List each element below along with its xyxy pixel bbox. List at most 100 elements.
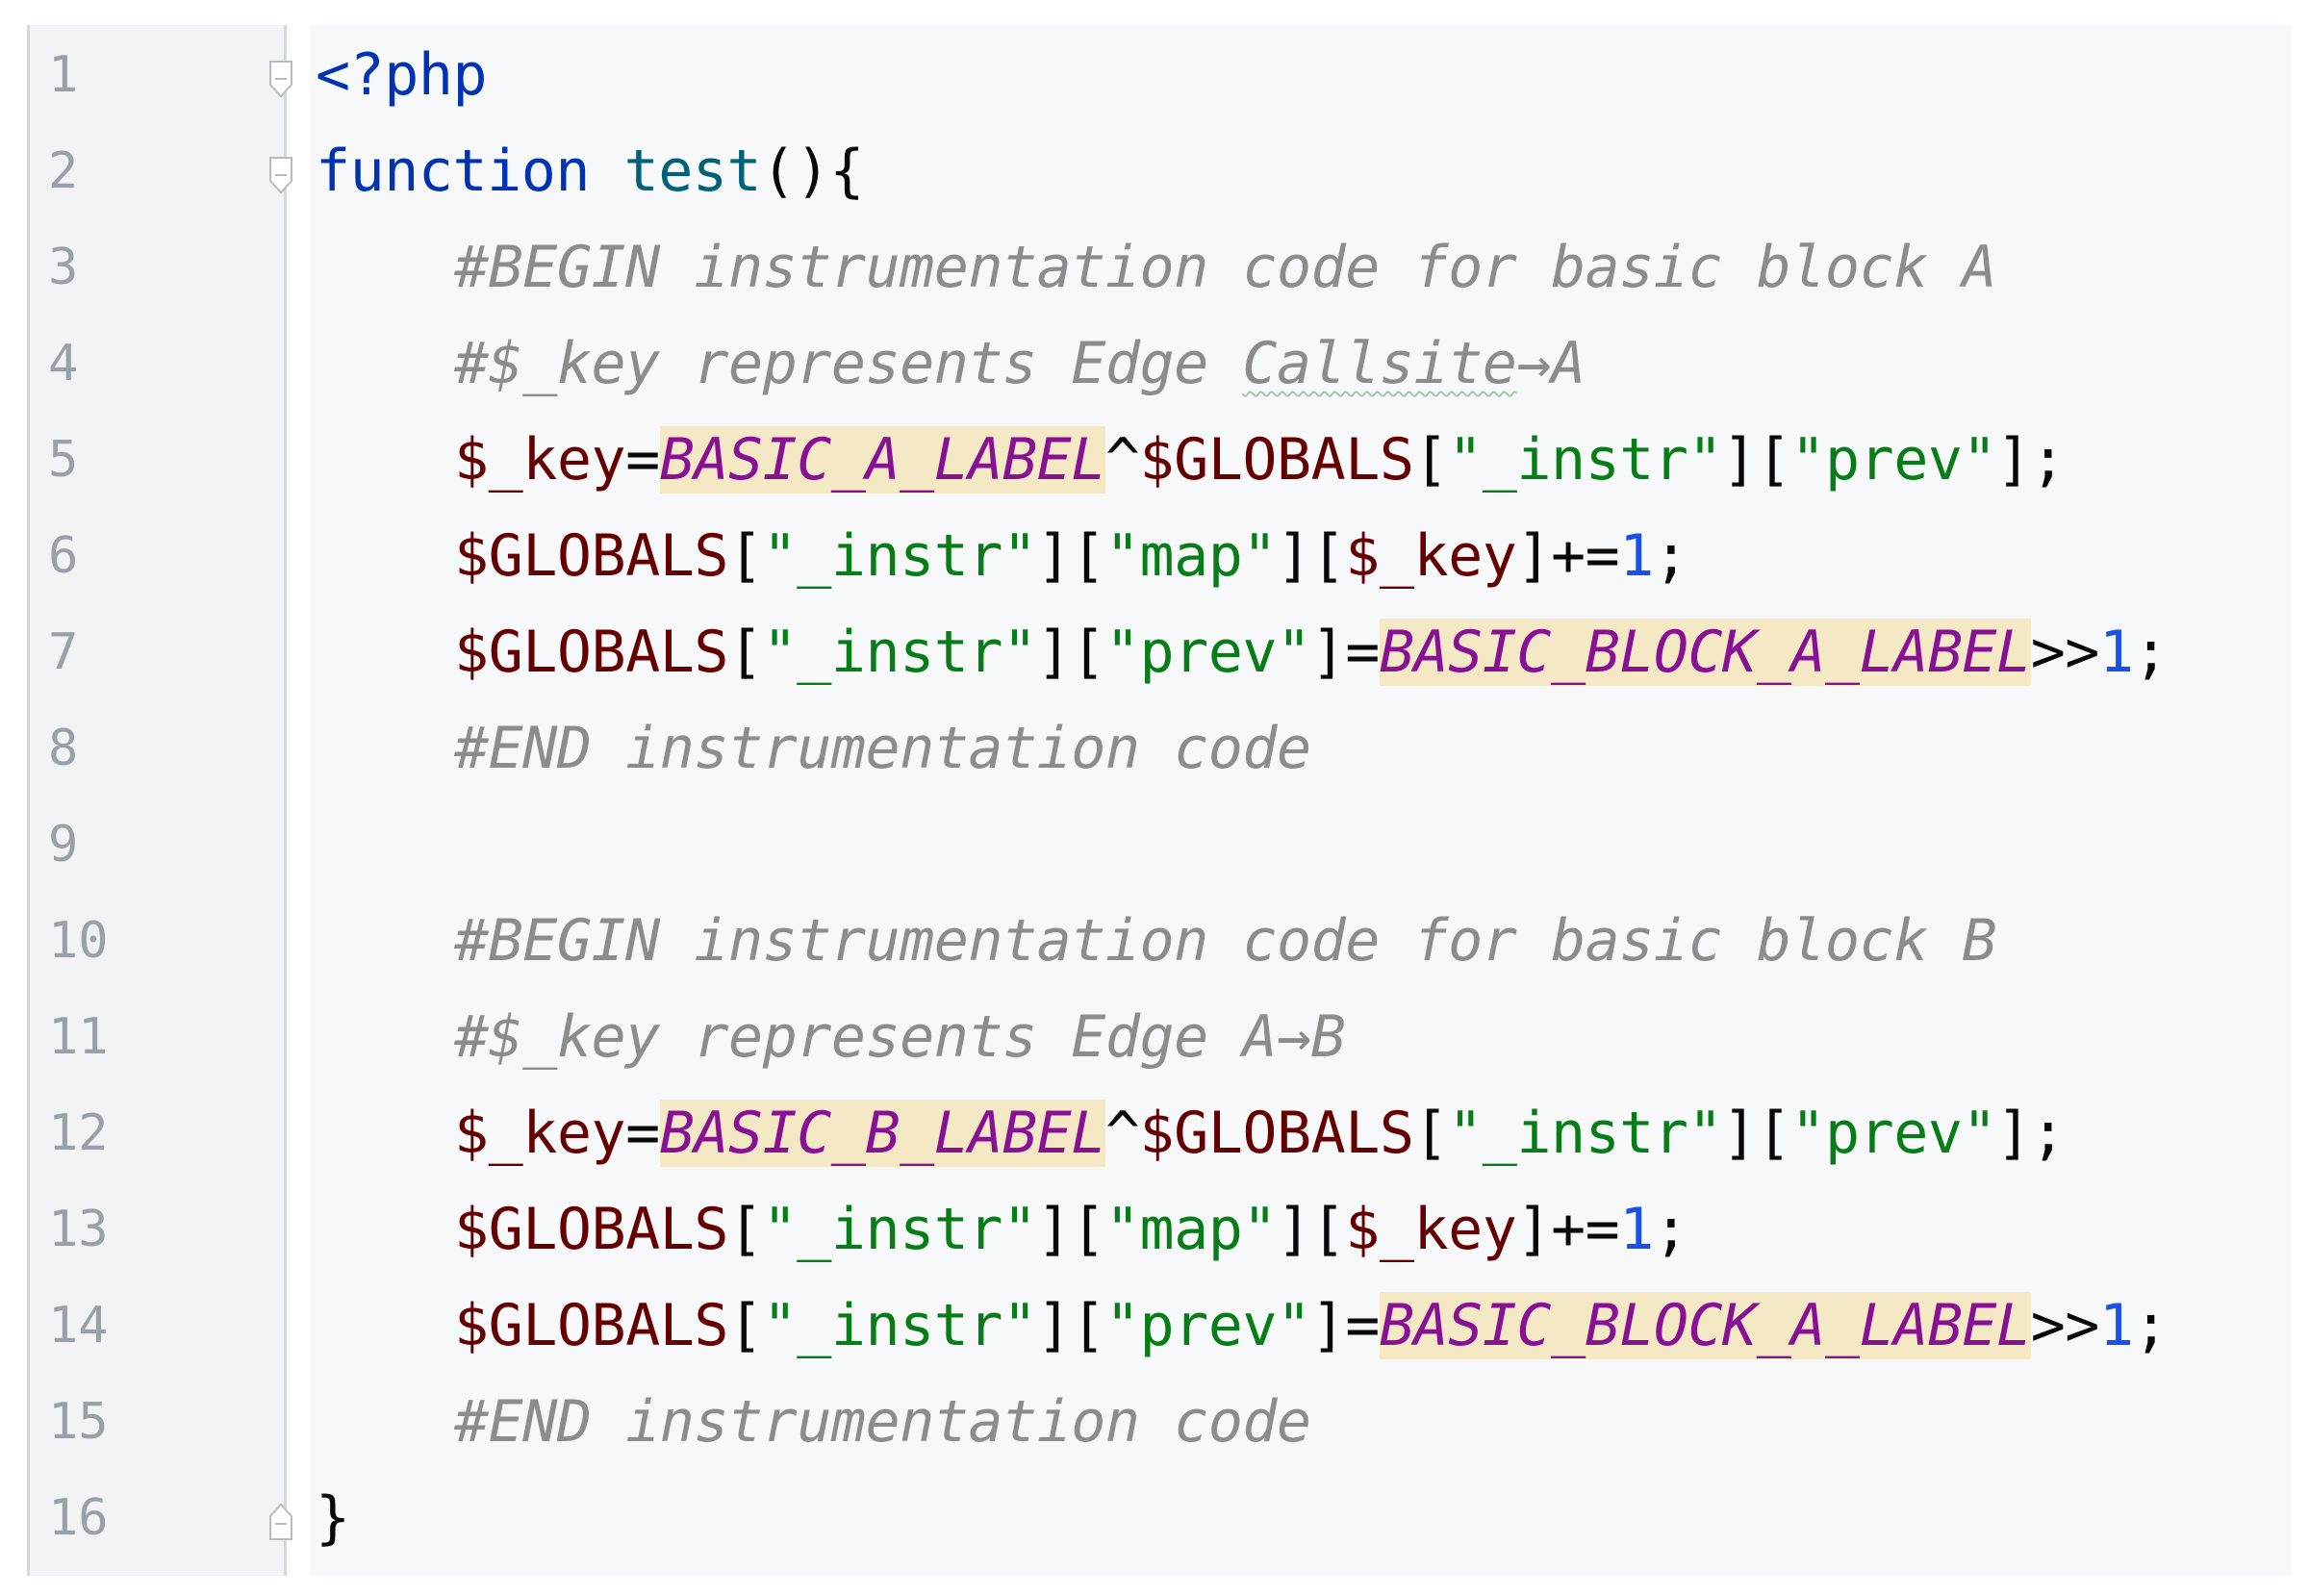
variable: $GLOBALS <box>454 1292 728 1359</box>
code-text: $GLOBALS["_instr"]["map"][$_key]+=1; <box>454 522 1688 590</box>
variable: $GLOBALS <box>454 522 728 590</box>
number: 1 <box>1619 522 1654 590</box>
code-text: #$_key represents Edge Callsite→A <box>454 333 1586 394</box>
variable: $GLOBALS <box>1139 426 1414 494</box>
line-number: 1 <box>48 46 79 104</box>
code-token: ]; <box>1996 426 2066 494</box>
code-token: ][ <box>1276 1196 1346 1263</box>
code-line[interactable]: 13 $GLOBALS["_instr"]["map"][$_key]+=1; <box>0 1179 2309 1276</box>
code-line[interactable]: 16 } <box>0 1468 2309 1564</box>
code-token: ^ <box>1104 426 1140 494</box>
code-token: = <box>625 426 660 494</box>
variable: $GLOBALS <box>1139 1100 1414 1167</box>
code-token: ; <box>1653 1196 1688 1263</box>
comment: #$_key represents Edge A→B <box>454 1003 1346 1071</box>
number: 1 <box>1619 1196 1654 1263</box>
line-number: 11 <box>48 1008 109 1066</box>
code-text: $_key=BASIC_A_LABEL^$GLOBALS["_instr"]["… <box>454 426 2066 494</box>
code-token: } <box>316 1484 350 1552</box>
line-number: 2 <box>48 142 79 200</box>
code-line[interactable]: 4 #$_key represents Edge Callsite→A <box>0 314 2309 410</box>
code-token: (){ <box>761 138 864 205</box>
line-number: 6 <box>48 527 79 585</box>
string: "prev" <box>1104 619 1311 686</box>
code-token: ; <box>2133 619 2169 686</box>
code-token: ][ <box>1036 1292 1106 1359</box>
code-text: #BEGIN instrumentation code for basic bl… <box>454 234 1997 301</box>
code-line[interactable]: 6 $GLOBALS["_instr"]["map"][$_key]+=1; <box>0 506 2309 602</box>
fold-close-icon[interactable] <box>267 1501 294 1543</box>
code-token: [ <box>727 1196 763 1263</box>
comment: →A <box>1516 330 1586 397</box>
line-number-gutter <box>27 25 287 1576</box>
fold-open-icon[interactable] <box>267 58 294 100</box>
spellcheck-word: Callsite <box>1242 330 1517 397</box>
highlighted-constant: BASIC_BLOCK_A_LABEL <box>1379 619 2031 686</box>
line-number: 7 <box>48 623 79 681</box>
code-text: #END instrumentation code <box>454 1391 1311 1453</box>
function-name: test <box>623 138 762 205</box>
fold-open-icon[interactable] <box>267 154 294 196</box>
code-line[interactable]: 3 #BEGIN instrumentation code for basic … <box>0 217 2309 314</box>
code-text: $_key=BASIC_B_LABEL^$GLOBALS["_instr"]["… <box>454 1100 2066 1167</box>
line-number: 4 <box>48 335 79 393</box>
string: "_instr" <box>762 1196 1037 1263</box>
string: "_instr" <box>1448 1100 1723 1167</box>
code-token: ; <box>1653 522 1688 590</box>
line-number: 5 <box>48 431 79 489</box>
code-token: [ <box>727 619 763 686</box>
string: "_instr" <box>762 1292 1037 1359</box>
line-number: 13 <box>48 1201 109 1258</box>
code-token: ^ <box>1104 1100 1140 1167</box>
line-number: 10 <box>48 912 109 970</box>
variable: $GLOBALS <box>454 1196 728 1263</box>
code-line[interactable]: 7 $GLOBALS["_instr"]["prev"]=BASIC_BLOCK… <box>0 602 2309 698</box>
line-number: 12 <box>48 1104 109 1162</box>
code-token: [ <box>727 1292 763 1359</box>
string: "_instr" <box>762 522 1037 590</box>
code-line[interactable]: 14 $GLOBALS["_instr"]["prev"]=BASIC_BLOC… <box>0 1276 2309 1372</box>
code-line[interactable]: 1 <?php <box>0 25 2309 121</box>
code-line[interactable]: 8 #END instrumentation code <box>0 698 2309 795</box>
line-number: 3 <box>48 239 79 296</box>
code-token: ][ <box>1036 1196 1106 1263</box>
code-token: ]+= <box>1516 522 1620 590</box>
code-line[interactable]: 5 $_key=BASIC_A_LABEL^$GLOBALS["_instr"]… <box>0 410 2309 506</box>
code-token: ]; <box>1996 1100 2066 1167</box>
code-line[interactable]: 11 #$_key represents Edge A→B <box>0 987 2309 1083</box>
code-text: #END instrumentation code <box>454 718 1311 779</box>
string: "_instr" <box>762 619 1037 686</box>
code-text: #$_key represents Edge A→B <box>454 1003 1346 1071</box>
variable: $GLOBALS <box>454 619 728 686</box>
highlighted-constant: BASIC_B_LABEL <box>659 1100 1105 1167</box>
code-token: ]= <box>1310 1292 1381 1359</box>
code-line[interactable]: 10 #BEGIN instrumentation code for basic… <box>0 891 2309 987</box>
code-line[interactable]: 2 function test(){ <box>0 121 2309 217</box>
code-token: ; <box>2133 1292 2169 1359</box>
line-number: 8 <box>48 720 79 777</box>
variable: $_key <box>454 426 626 494</box>
line-number: 15 <box>48 1393 109 1451</box>
comment: #BEGIN instrumentation code for basic bl… <box>454 907 1997 975</box>
line-number: 9 <box>48 816 79 874</box>
comment: #END instrumentation code <box>454 715 1311 782</box>
code-token: = <box>625 1100 660 1167</box>
php-open-tag: <?php <box>316 41 488 109</box>
variable: $_key <box>1345 1196 1517 1263</box>
code-token: ][ <box>1036 522 1106 590</box>
code-text: function test(){ <box>316 140 864 202</box>
number: 1 <box>2098 1292 2134 1359</box>
comment: #BEGIN instrumentation code for basic bl… <box>454 234 1997 301</box>
code-line[interactable]: 9 <box>0 795 2309 891</box>
code-line[interactable]: 15 #END instrumentation code <box>0 1372 2309 1468</box>
string: "map" <box>1104 1196 1278 1263</box>
code-token: ]= <box>1310 619 1381 686</box>
code-line[interactable]: 12 $_key=BASIC_B_LABEL^$GLOBALS["_instr"… <box>0 1083 2309 1179</box>
line-number: 16 <box>48 1489 109 1547</box>
code-token: >> <box>2030 619 2100 686</box>
code-token: [ <box>727 522 763 590</box>
code-token: [ <box>1413 1100 1449 1167</box>
string: "prev" <box>1790 1100 1997 1167</box>
code-token: >> <box>2030 1292 2100 1359</box>
